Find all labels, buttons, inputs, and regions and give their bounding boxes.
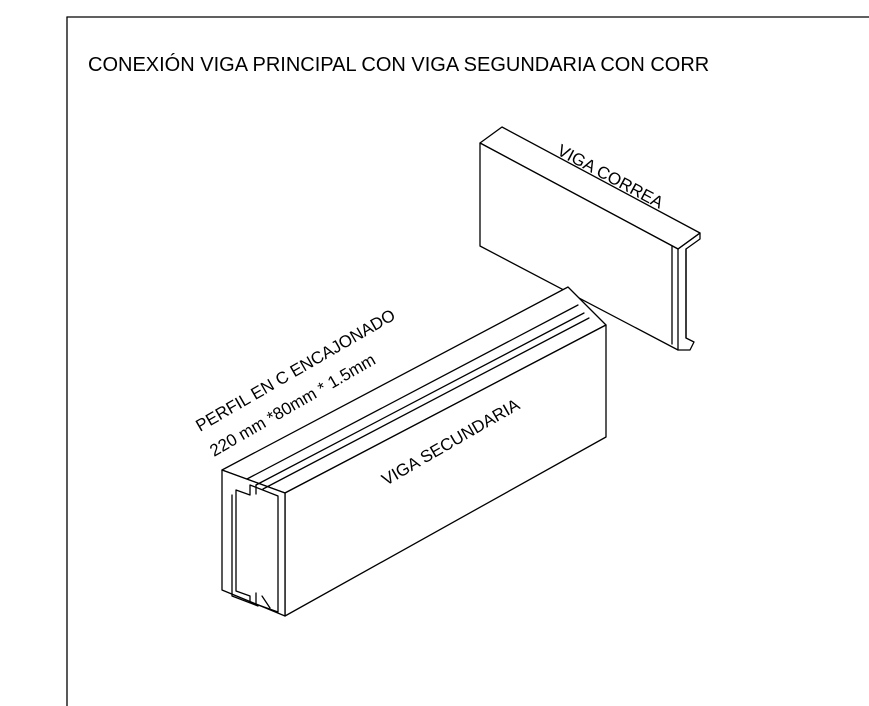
drawing-title: CONEXIÓN VIGA PRINCIPAL CON VIGA SEGUNDA… <box>88 53 709 76</box>
sheet-frame <box>66 16 869 706</box>
viga-correa-beam <box>479 126 701 351</box>
viga-secundaria-beam <box>221 286 607 617</box>
